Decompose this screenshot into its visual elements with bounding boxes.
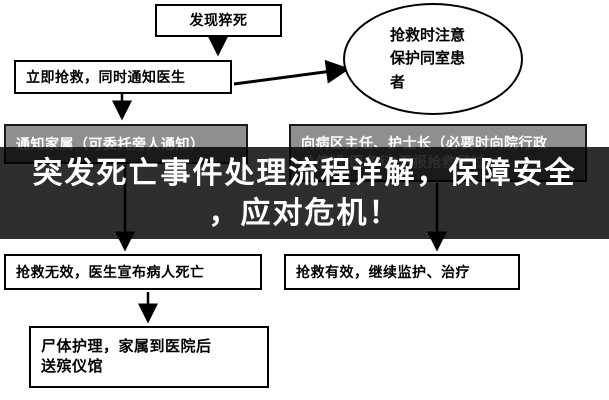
node-immediate-rescue-label: 立即抢救，同时通知医生 <box>26 68 186 85</box>
headline-line1: 突发死亡事件处理流程详解，保障安全 <box>32 157 577 190</box>
node-protect-roommate-patients: 抢救时注意保护同室患者 <box>343 3 523 115</box>
arrow-rescue-to-protect <box>233 59 350 86</box>
node-rescue-failed: 抢救无效，医生宣布病人死亡 <box>4 254 262 290</box>
node-protect-label: 抢救时注意保护同室患者 <box>390 27 466 91</box>
node-discover-label: 发现猝死 <box>189 12 248 29</box>
node-rescue-success: 抢救有效，继续监护、治疗 <box>284 254 520 290</box>
node-body-care: 尸体护理，家属到医院后 送殡仪馆 <box>29 326 269 388</box>
headline-overlay-banner: 突发死亡事件处理流程详解，保障安全 ，应对危机！ <box>0 147 609 239</box>
node-discover-sudden-death: 发现猝死 <box>155 4 282 37</box>
node-rescue-failed-label: 抢救无效，医生宣布病人死亡 <box>16 263 205 280</box>
node-rescue-success-label: 抢救有效，继续监护、治疗 <box>296 263 470 280</box>
node-body-care-line1: 尸体护理，家属到医院后 <box>41 337 212 355</box>
headline-line2: ，应对危机！ <box>208 196 401 230</box>
node-immediate-rescue: 立即抢救，同时通知医生 <box>14 60 232 94</box>
node-body-care-line2: 送殡仪馆 <box>41 358 104 375</box>
